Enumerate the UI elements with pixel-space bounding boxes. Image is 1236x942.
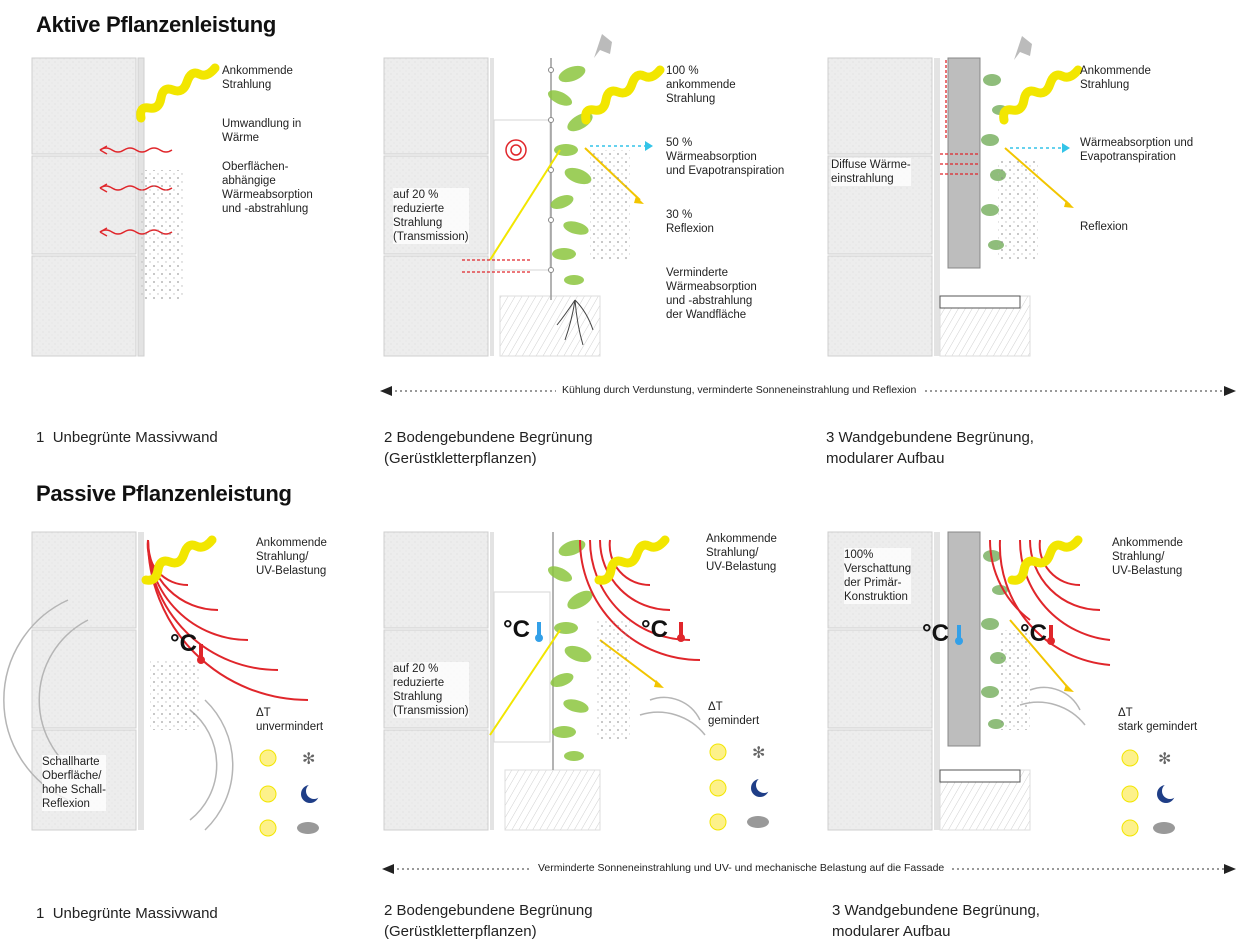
temperature-symbol-outside: °C: [641, 616, 668, 643]
thermometer-icon: [1047, 625, 1055, 645]
label-absorption: 50 % Wärmeabsorption und Evapotranspirat…: [666, 137, 785, 177]
caption-number: 2: [384, 902, 393, 919]
caption-text: Unbegrünte Massivwand: [52, 905, 218, 922]
green-module-panel-3-passive: [981, 550, 1008, 729]
label-incoming-radiation: Ankommende Strahlung: [222, 65, 293, 91]
label-reflection: 30 % Reflexion: [666, 209, 714, 235]
caption-1-passive: 1 Unbegrünte Massivwand: [36, 903, 218, 924]
weather-icons-panel-1: ✻: [259, 749, 322, 837]
dust-particles: [140, 170, 185, 300]
thermometer-icon: [955, 625, 963, 645]
svg-text:✻: ✻: [302, 749, 315, 768]
label-delta-t: ΔT unvermindert: [256, 707, 324, 733]
weather-icons-panel-3: ✻: [1121, 749, 1178, 837]
climbing-plant-panel-2-active: [547, 65, 593, 285]
caption-1-active: 1 Unbegrünte Massivwand: [36, 427, 218, 448]
caption-3-active: 3 Wandgebundene Begrünung, modularer Auf…: [826, 427, 1034, 469]
bird-icon: [1014, 36, 1032, 60]
caption-number: 3: [826, 429, 835, 446]
sun-ray-panel-2-active: [581, 65, 665, 125]
caption-number: 1: [36, 905, 45, 922]
caption-2-active: 2 Bodengebundene Begrünung (Gerüstklette…: [384, 427, 593, 469]
label-sound-reflection: Schallharte Oberfläche/ hohe Schall- Ref…: [42, 755, 106, 811]
transmission-ray: [489, 149, 561, 261]
temperature-symbol-wall: °C: [922, 620, 949, 647]
caption-number: 1: [36, 429, 45, 446]
caption-number: 3: [832, 902, 841, 919]
temperature-symbol: °C: [170, 630, 197, 657]
caption-number: 2: [384, 429, 393, 446]
climbing-plant-panel-2-passive: [547, 539, 593, 761]
thermometer-icon: [197, 644, 205, 664]
sound-waves-panel-2-passive: [639, 696, 706, 736]
weather-icons-panel-2: ✻: [709, 743, 772, 831]
label-reflection: Reflexion: [1080, 221, 1128, 233]
caption-text: Wandgebundene Begrünung, modularer Aufba…: [826, 429, 1034, 467]
temperature-symbol-outside: °C: [1020, 620, 1047, 647]
thermometer-icon: [677, 622, 685, 642]
svg-text:✻: ✻: [1158, 749, 1171, 768]
roots-panel-2-active: [556, 299, 594, 346]
wall-panel-3-active: [827, 57, 1031, 357]
label-incoming-uv: Ankommende Strahlung/ UV-Belastung: [256, 537, 327, 577]
heat-arrows-panel-3-active: [940, 60, 980, 175]
label-absorption: Wärmeabsorption und Evapotranspiration: [1080, 137, 1194, 163]
svg-text:✻: ✻: [752, 743, 765, 762]
heading-active: Aktive Pflanzenleistung: [36, 12, 277, 37]
caption-text: Bodengebundene Begrünung (Gerüstkletterp…: [384, 429, 593, 467]
bird-icon: [594, 34, 612, 58]
label-reduced-wall-heat: Verminderte Wärmeabsorption und -abstrah…: [666, 267, 757, 321]
label-full-shading: 100% Verschattung der Primär- Konstrukti…: [844, 548, 912, 604]
label-incoming-uv: Ankommende Strahlung/ UV-Belastung: [706, 533, 777, 573]
label-incoming-radiation: Ankommende Strahlung: [1080, 65, 1151, 91]
heading-passive: Passive Pflanzenleistung: [36, 481, 292, 506]
protection-arrow-label: Verminderte Sonneneinstrahlung und UV- u…: [532, 862, 951, 874]
sun-ray-panel-1-passive: [141, 535, 217, 585]
wall-panel-3-passive: [827, 531, 1031, 831]
transmission-ray: [489, 629, 561, 736]
caption-text: Bodengebundene Begrünung (Gerüstkletterp…: [384, 902, 593, 940]
heat-spiral-icon: [505, 139, 527, 161]
caption-text: Unbegrünte Massivwand: [52, 429, 218, 446]
label-incoming-radiation: 100 % ankommende Strahlung: [666, 65, 736, 105]
heat-arrows-panel-2-active: [462, 259, 530, 273]
label-transmission: auf 20 % reduzierte Strahlung (Transmiss…: [393, 662, 469, 718]
label-surface-absorption: Oberflächen- abhängige Wärmeabsorption u…: [222, 161, 313, 215]
thermometer-icon: [535, 622, 543, 642]
wall-panel-1-active: [31, 57, 145, 357]
label-incoming-uv: Ankommende Strahlung/ UV-Belastung: [1112, 537, 1183, 577]
uv-waves-panel-3-passive: [989, 539, 1111, 666]
label-transmission: auf 20 % reduzierte Strahlung (Transmiss…: [393, 188, 469, 244]
cooling-arrow-label: Kühlung durch Verdunstung, verminderte S…: [556, 384, 923, 396]
sun-ray-panel-3-active: [999, 65, 1083, 125]
caption-3-passive: 3 Wandgebundene Begrünung, modularer Auf…: [832, 900, 1040, 942]
sun-ray-panel-1-active: [136, 63, 220, 123]
label-diffuse-heat: Diffuse Wärme- einstrahlung: [831, 158, 911, 186]
label-delta-t: ΔT gemindert: [708, 701, 760, 727]
label-heat-conversion: Umwandlung in Wärme: [222, 118, 302, 144]
wall-panel-1-passive: [31, 531, 144, 831]
label-delta-t: ΔT stark gemindert: [1118, 707, 1198, 733]
caption-2-passive: 2 Bodengebundene Begrünung (Gerüstklette…: [384, 900, 593, 942]
uv-waves-panel-2-passive: [579, 539, 701, 661]
temperature-symbol-wall: °C: [503, 616, 530, 643]
caption-text: Wandgebundene Begrünung, modularer Aufba…: [832, 902, 1040, 940]
